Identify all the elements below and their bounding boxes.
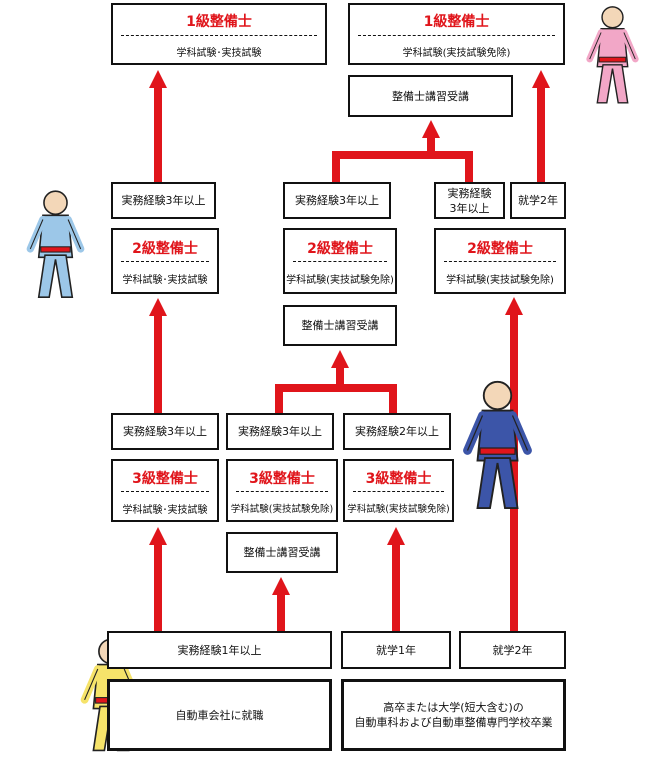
experience-box-base: 実務経験1年以上 (107, 631, 332, 669)
study-label: 就学1年 (376, 643, 416, 657)
start-box-employment: 自動車会社に就職 (107, 679, 332, 751)
experience-label: 実務経験3年以上 (121, 194, 206, 207)
arrow-study1-to-g3-right-head (387, 527, 405, 545)
license-box-grade3-mid: 3級整備士 学科試験(実技試験免除) (226, 459, 338, 522)
arrow-study-to-g1-right-head (532, 70, 550, 88)
merge-g2-left-drop (275, 388, 283, 413)
experience-label: 実務経験1年以上 (177, 643, 262, 657)
study-box-base-2yr: 就学2年 (459, 631, 566, 669)
divider (121, 491, 209, 492)
license-title: 2級整備士 (467, 241, 533, 257)
license-box-grade1-left: 1級整備士 学科試験･実技試験 (111, 3, 327, 65)
arrow-base-to-course-g3-head (272, 577, 290, 595)
divider (293, 261, 387, 262)
experience-box-g1-left: 実務経験3年以上 (111, 182, 216, 219)
divider (444, 261, 556, 262)
arrow-base-to-g3-left-head (149, 527, 167, 545)
license-title: 1級整備士 (186, 14, 252, 30)
course-box-grade2: 整備士講習受講 (283, 305, 397, 346)
start-label-line1: 高卒または大学(短大含む)の (383, 701, 524, 714)
license-title: 1級整備士 (423, 14, 490, 30)
mechanic-thumbsup-figure (463, 380, 532, 509)
experience-label: 実務経験3年以上 (123, 425, 207, 438)
license-box-grade2-left: 2級整備士 学科試験･実技試験 (111, 228, 219, 294)
arrow-study1-to-g3-right-shaft (392, 543, 400, 631)
license-title: 3級整備士 (249, 471, 315, 487)
license-title: 3級整備士 (365, 471, 432, 487)
license-title: 2級整備士 (307, 241, 373, 257)
merge-g2-head (331, 350, 349, 368)
divider (121, 261, 209, 262)
course-box-grade1: 整備士講習受講 (348, 75, 513, 117)
license-box-grade2-right: 2級整備士 学科試験(実技試験免除) (434, 228, 566, 294)
arrow-base-to-course-g3-shaft (277, 593, 285, 631)
arrow-g3-to-g2-left-shaft (154, 314, 162, 413)
merge-g1-right-drop (465, 155, 473, 182)
connectors (149, 70, 550, 631)
license-exam: 学科試験(実技試験免除) (446, 275, 554, 286)
arrow-study2-to-g2-right-shaft (510, 313, 518, 631)
experience-box-g2-left: 実務経験3年以上 (111, 413, 219, 450)
experience-box-g1-mid: 実務経験3年以上 (283, 182, 391, 219)
experience-label-line1: 実務経験 (447, 186, 492, 200)
arrow-study-to-g1-right-shaft (537, 86, 545, 182)
license-exam: 学科試験(実技試験免除) (286, 275, 394, 286)
license-box-grade1-right: 1級整備士 学科試験(実技試験免除) (348, 3, 565, 65)
start-box-school: 高卒または大学(短大含む)の 自動車科および自動車整備専門学校卒業 (341, 679, 566, 751)
start-label: 自動車会社に就職 (175, 708, 264, 722)
divider (353, 491, 444, 492)
license-exam: 学科試験･実技試験 (176, 48, 262, 59)
divider (121, 35, 317, 36)
start-label-line2: 自動車科および自動車整備専門学校卒業 (354, 716, 553, 729)
course-label: 整備士講習受講 (243, 546, 321, 559)
merge-g1-head (422, 120, 440, 138)
experience-label: 実務経験2年以上 (355, 425, 439, 438)
experience-label: 実務経験3年以上 (295, 194, 379, 207)
license-exam: 学科試験(実技試験免除) (230, 504, 334, 515)
license-exam: 学科試験(実技試験免除) (347, 504, 450, 515)
license-title: 2級整備士 (132, 241, 198, 257)
course-box-grade3: 整備士講習受講 (226, 532, 338, 573)
arrow-study2-to-g2-right-head (505, 297, 523, 315)
experience-label: 実務経験3年以上 (238, 425, 322, 438)
experience-box-g1-small: 実務経験 3年以上 (434, 182, 505, 219)
experience-box-g2-mid: 実務経験3年以上 (226, 413, 334, 450)
license-exam: 学科試験(実技試験免除) (402, 48, 511, 59)
study-label: 就学2年 (518, 194, 558, 207)
arrow-base-to-g3-left-shaft (154, 543, 162, 631)
study-box-base-1yr: 就学1年 (341, 631, 451, 669)
merge-g2-stem (336, 368, 344, 386)
license-exam: 学科試験･実技試験 (122, 275, 208, 286)
study-label: 就学2年 (492, 643, 533, 657)
license-box-grade2-mid: 2級整備士 学科試験(実技試験免除) (283, 228, 397, 294)
merge-g1-bar (332, 151, 473, 159)
arrow-g2-to-g1-left-shaft (154, 86, 162, 182)
divider (358, 35, 555, 36)
merge-g2-bar (275, 384, 397, 392)
course-label: 整備士講習受講 (301, 319, 379, 332)
arrow-g3-to-g2-left-head (149, 298, 167, 316)
divider (236, 491, 328, 492)
mechanic-waving-figure (26, 190, 85, 298)
license-box-grade3-left: 3級整備士 学科試験･実技試験 (111, 459, 219, 522)
merge-g1-stem (427, 137, 435, 153)
license-title: 3級整備士 (132, 471, 198, 487)
study-box-g1: 就学2年 (510, 182, 566, 219)
course-label: 整備士講習受講 (392, 89, 469, 103)
license-exam: 学科試験･実技試験 (122, 505, 208, 516)
arrow-g2-to-g1-left-head (149, 70, 167, 88)
experience-label-line2: 3年以上 (449, 201, 490, 215)
experience-box-g2-right: 実務経験2年以上 (343, 413, 451, 450)
merge-g1-left-drop (332, 155, 340, 182)
merge-g2-right-drop (389, 388, 397, 413)
mechanic-pink-figure (586, 6, 639, 104)
license-box-grade3-right: 3級整備士 学科試験(実技試験免除) (343, 459, 454, 522)
